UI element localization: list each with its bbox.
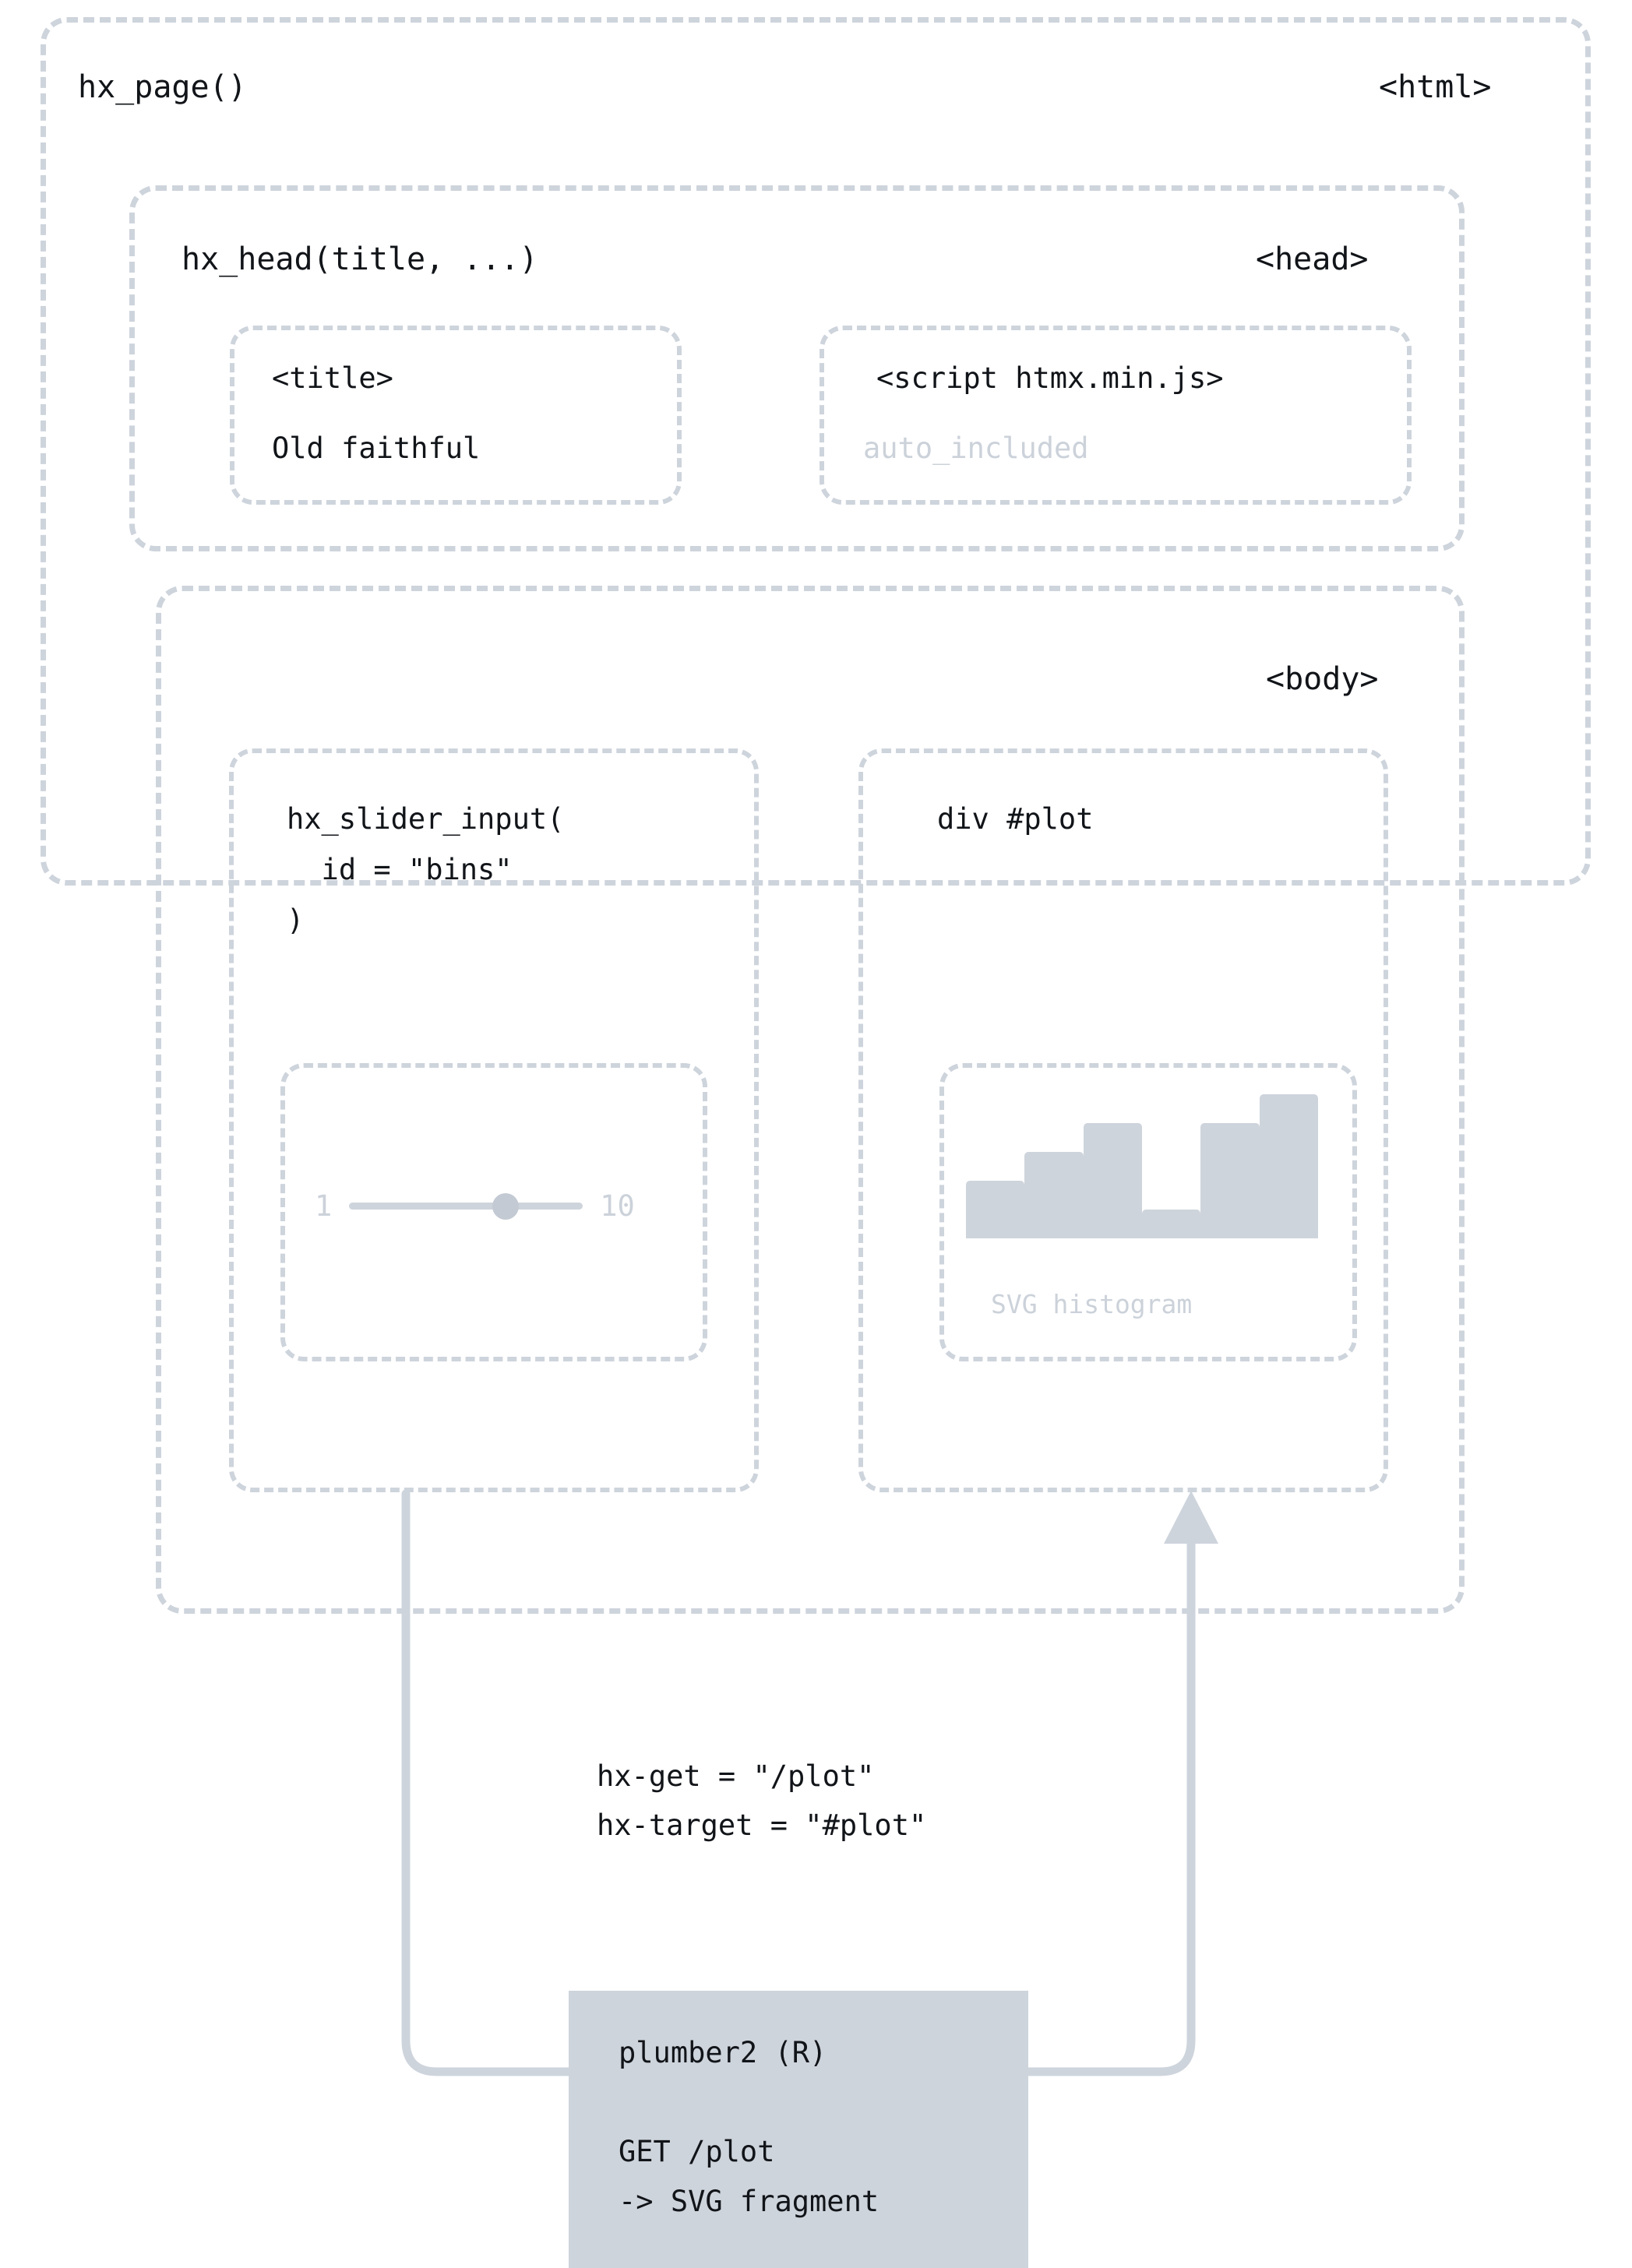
slider-min-label: 1 (315, 1189, 333, 1223)
plumber-response-label: -> SVG fragment (619, 2185, 879, 2218)
plot-div-label: div #plot (937, 802, 1094, 836)
script-tag-label: <script htmx.min.js> (876, 361, 1224, 395)
slider-thumb[interactable] (492, 1192, 520, 1220)
slider-input-call-line2: id = "bins" (287, 853, 513, 886)
title-value-label: Old faithful (272, 431, 481, 465)
svg-histogram-caption: SVG histogram (991, 1289, 1193, 1319)
head-tag-label: <head> (1256, 241, 1369, 277)
slider-max-label: 10 (600, 1189, 635, 1223)
html-container-box (41, 17, 1591, 886)
range-slider[interactable]: 1 10 (315, 1192, 635, 1220)
histogram-bar (1024, 1152, 1084, 1238)
svg-histogram-box (939, 1063, 1357, 1361)
hx-page-label: hx_page() (78, 69, 247, 105)
plumber-get-label: GET /plot (619, 2135, 775, 2168)
plumber-title-label: plumber2 (R) (619, 2036, 827, 2069)
body-tag-label: <body> (1266, 661, 1379, 697)
response-wire (1024, 1534, 1196, 2076)
slider-input-call-line1: hx_slider_input( (287, 802, 565, 836)
body-container-box (156, 586, 1465, 1614)
histogram-bar (1141, 1210, 1201, 1238)
plot-div-box (858, 748, 1388, 1492)
slider-track[interactable] (349, 1192, 583, 1220)
hx-head-label: hx_head(title, ...) (182, 241, 538, 277)
plumber-backend-box (569, 1991, 1028, 2268)
histogram-bar (1083, 1123, 1142, 1238)
title-box (230, 326, 682, 505)
html-tag-label: <html> (1379, 69, 1492, 105)
title-tag-label: <title> (272, 361, 393, 395)
script-autoincluded-label: auto_included (863, 431, 1089, 465)
histogram-bar (1200, 1123, 1260, 1238)
slider-input-call-line3: ) (287, 903, 305, 937)
histogram-bar (1259, 1094, 1318, 1238)
script-box (820, 326, 1412, 505)
head-container-box (129, 185, 1465, 551)
hx-get-label: hx-get = "/plot" (597, 1759, 875, 1793)
histogram-chart (966, 1094, 1318, 1238)
histogram-bar (966, 1181, 1025, 1238)
slider-widget-box (280, 1063, 707, 1361)
hx-target-label: hx-target = "#plot" (597, 1808, 927, 1842)
